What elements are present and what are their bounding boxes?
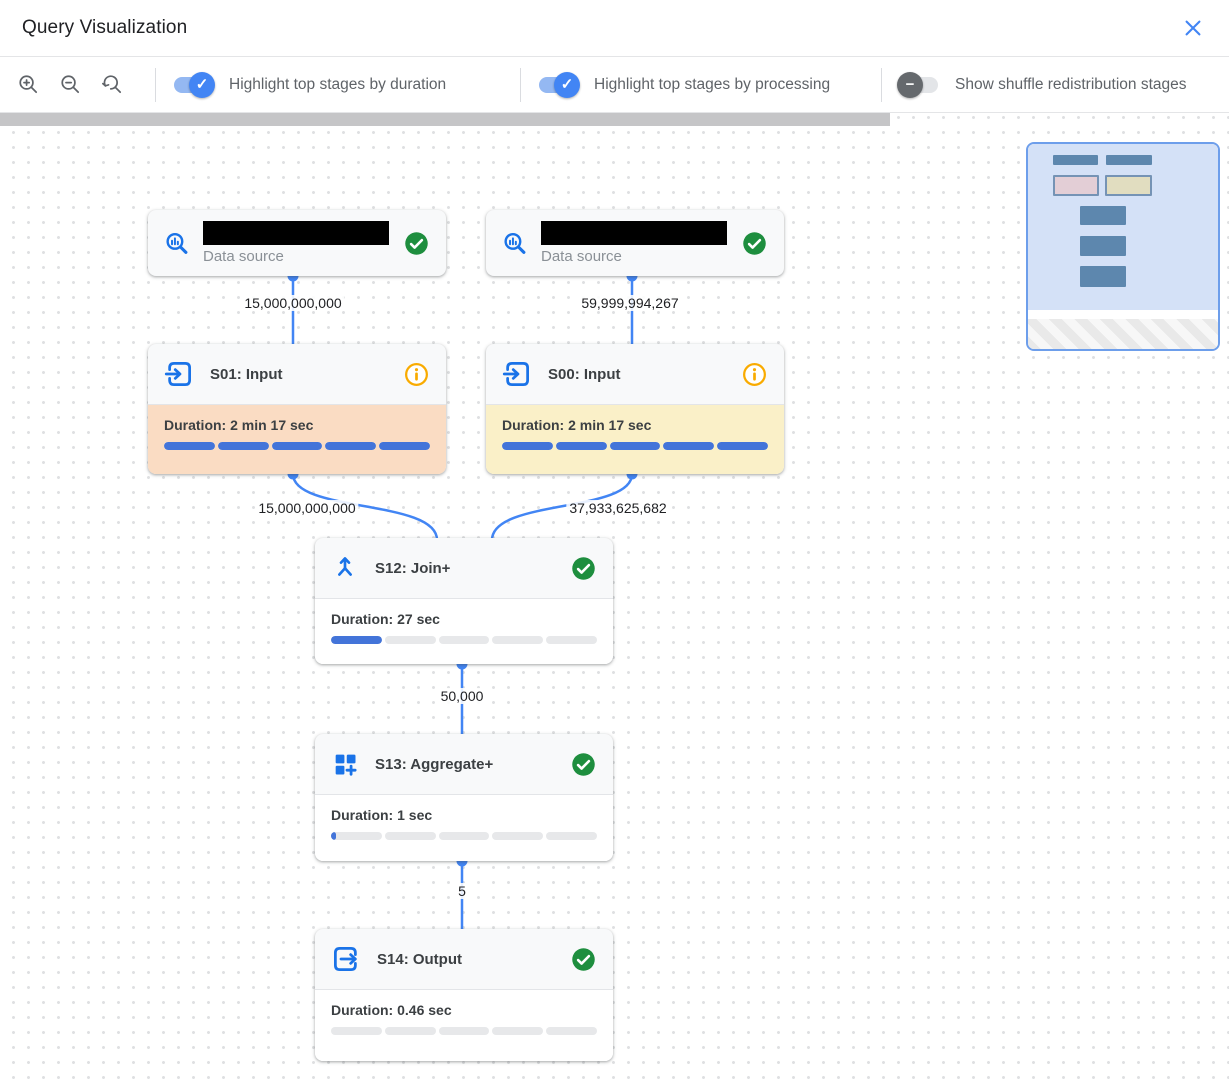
stage-duration-panel: Duration: 27 sec	[315, 598, 613, 664]
toggle-group-processing: ✓ Highlight top stages by processing	[536, 71, 866, 98]
node-s13-aggregate[interactable]: S13: Aggregate+ Duration: 1 sec	[315, 734, 613, 861]
stage-header: S12: Join+	[315, 538, 613, 598]
toggle-group-duration: ✓ Highlight top stages by duration	[171, 71, 505, 98]
data-source-icon	[166, 232, 188, 254]
close-button[interactable]	[1179, 14, 1207, 42]
toggle-highlight-duration[interactable]: ✓	[171, 71, 215, 98]
minimap-node	[1053, 155, 1098, 165]
stage-header: S14: Output	[315, 929, 613, 989]
toolbar-divider	[520, 67, 521, 102]
toggle-thumb-check: ✓	[189, 71, 215, 98]
toggle-label: Show shuffle redistribution stages	[955, 75, 1187, 93]
minimap-node-highlight-duration	[1053, 175, 1099, 196]
page-title: Query Visualization	[22, 17, 188, 38]
edge-row-count: 50,000	[437, 688, 487, 704]
horizontal-scrollbar[interactable]	[0, 113, 890, 126]
data-source-info: Data source	[541, 221, 727, 265]
toggle-thumb-check: ✓	[554, 71, 580, 98]
minimap-gap	[1028, 310, 1218, 319]
edge-row-count: 59,999,994,267	[578, 295, 682, 311]
data-source-label: Data source	[203, 248, 284, 265]
stage-title: S14: Output	[377, 950, 462, 968]
duration-bar	[331, 832, 597, 840]
toggle-highlight-processing[interactable]: ✓	[536, 71, 580, 98]
success-icon	[741, 230, 768, 257]
duration-bar	[331, 636, 597, 644]
toolbar-divider	[155, 67, 156, 102]
node-s00-input[interactable]: S00: Input Duration: 2 min 17 sec	[486, 344, 784, 474]
toggle-thumb-minus: −	[897, 71, 923, 98]
zoom-reset-icon	[101, 75, 121, 94]
duration-bar	[164, 442, 430, 450]
stage-duration-panel: Duration: 1 sec	[315, 794, 613, 861]
graph-toolbar: ✓ Highlight top stages by duration ✓ Hig…	[0, 57, 1229, 113]
minimap-node	[1106, 155, 1152, 165]
zoom-reset-button[interactable]	[100, 73, 124, 97]
toggle-group-shuffle: − Show shuffle redistribution stages	[897, 71, 1227, 98]
minimap-node	[1080, 206, 1126, 225]
input-icon	[502, 362, 529, 386]
minimap-node-highlight-processing	[1105, 175, 1152, 196]
close-icon	[1185, 20, 1201, 36]
duration-bar	[331, 1027, 597, 1035]
graph-canvas[interactable]: 15,000,000,000 59,999,994,267 15,000,000…	[0, 113, 1229, 1090]
success-icon	[570, 946, 597, 973]
success-icon	[403, 230, 430, 257]
edge-row-count: 37,933,625,682	[566, 500, 670, 516]
minimap-node	[1080, 236, 1126, 256]
aggregate-icon	[335, 754, 357, 776]
zoom-out-icon	[60, 75, 79, 94]
success-icon	[570, 751, 597, 778]
node-data-source-1[interactable]: Data source	[148, 210, 446, 276]
success-icon	[570, 555, 597, 582]
stage-title: S12: Join+	[375, 559, 451, 577]
data-source-label: Data source	[541, 248, 622, 265]
zoom-in-icon	[18, 75, 37, 94]
toggle-label: Highlight top stages by duration	[229, 75, 447, 93]
node-data-source-2[interactable]: Data source	[486, 210, 784, 276]
info-icon[interactable]	[403, 361, 430, 388]
duration-bar	[502, 442, 768, 450]
zoom-controls	[0, 73, 140, 97]
edge-row-count: 15,000,000,000	[255, 500, 359, 516]
toolbar-divider	[881, 67, 882, 102]
edge-row-count: 15,000,000,000	[241, 295, 345, 311]
redacted-table-name	[541, 221, 727, 245]
input-icon	[164, 362, 191, 386]
minimap[interactable]	[1026, 142, 1220, 351]
zoom-in-button[interactable]	[16, 73, 40, 97]
output-icon	[334, 947, 357, 971]
duration-text: Duration: 27 sec	[331, 611, 440, 627]
stage-header: S13: Aggregate+	[315, 734, 613, 794]
toggle-label: Highlight top stages by processing	[594, 75, 831, 93]
redacted-table-name	[203, 221, 389, 245]
edge-row-count: 5	[455, 883, 469, 899]
stage-header: S01: Input	[148, 344, 446, 404]
data-source-info: Data source	[203, 221, 389, 265]
minimap-node	[1080, 266, 1126, 287]
info-icon[interactable]	[741, 361, 768, 388]
duration-text: Duration: 2 min 17 sec	[164, 417, 314, 433]
stage-duration-panel: Duration: 2 min 17 sec	[486, 404, 784, 474]
data-source-icon	[504, 232, 526, 254]
stage-duration-panel: Duration: 2 min 17 sec	[148, 404, 446, 474]
duration-text: Duration: 1 sec	[331, 807, 433, 823]
zoom-out-button[interactable]	[58, 73, 82, 97]
stage-title: S01: Input	[210, 365, 283, 383]
duration-text: Duration: 0.46 sec	[331, 1002, 452, 1018]
minimap-out-of-view-hatch	[1028, 319, 1218, 349]
stage-duration-panel: Duration: 0.46 sec	[315, 989, 613, 1061]
join-icon	[338, 557, 352, 576]
stage-title: S00: Input	[548, 365, 621, 383]
dialog-header: Query Visualization	[0, 0, 1229, 57]
toggle-show-shuffle[interactable]: −	[897, 71, 941, 98]
stage-header: S00: Input	[486, 344, 784, 404]
duration-text: Duration: 2 min 17 sec	[502, 417, 652, 433]
node-s01-input[interactable]: S01: Input Duration: 2 min 17 sec	[148, 344, 446, 474]
node-s14-output[interactable]: S14: Output Duration: 0.46 sec	[315, 929, 613, 1061]
stage-title: S13: Aggregate+	[375, 755, 494, 773]
node-s12-join[interactable]: S12: Join+ Duration: 27 sec	[315, 538, 613, 664]
